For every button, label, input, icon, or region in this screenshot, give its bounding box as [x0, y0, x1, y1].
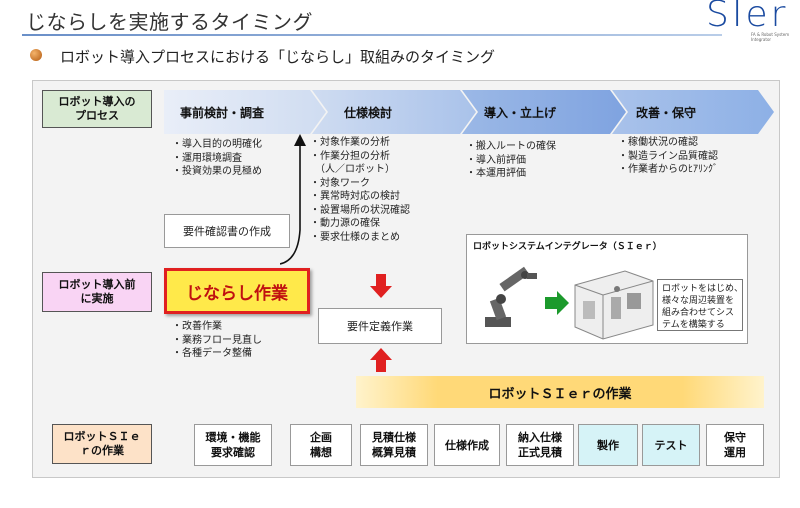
logo-text: SIer	[706, 0, 789, 35]
page-title: じならしを実施するタイミング	[26, 10, 313, 34]
jinarashi-items: ・改善作業 ・業務フロー見直し ・各種データ整備	[172, 321, 262, 359]
before-label: ロボット導入前 に実施	[42, 272, 152, 312]
phase-chevron-2	[312, 90, 476, 134]
pre-phase-items: ・導入目的の明確化 ・運用環境調査 ・投資効果の見極め	[172, 139, 262, 177]
step-test: テスト	[642, 424, 700, 466]
spec-phase-items: ・対象作業の分析 ・作業分担の分析 （人／ロボット） ・対象ワーク ・異常時対応…	[310, 137, 410, 243]
req-confirm-box: 要件確認書の作成	[164, 214, 290, 248]
jinarashi-box: じならし作業	[164, 268, 310, 314]
req-definition-box: 要件定義作業	[318, 308, 442, 344]
sier-panel-note: ロボットをはじめ、 様々な周辺装置を 組み合わせてシス テムを構築する	[657, 279, 743, 331]
intro-phase-items: ・搬入ルートの確保 ・導入前評価 ・本運用評価	[466, 141, 556, 179]
step-manufacture: 製作	[578, 424, 638, 466]
curve-arrow	[280, 134, 306, 265]
sier-illustration-panel: ロボットシステムインテグレータ（ＳＩｅｒ） ロボットをはじめ、 様々な周辺装置を…	[466, 234, 748, 344]
step-spec-create: 仕様作成	[434, 424, 500, 466]
logo-subtext: FA & Robot System Integrator	[751, 32, 790, 42]
robot-to-system-icon	[485, 266, 654, 340]
bullet-icon	[30, 49, 42, 61]
step-estimate: 見積仕様 概算見積	[360, 424, 428, 466]
sier-panel-title: ロボットシステムインテグレータ（ＳＩｅｒ）	[473, 242, 662, 252]
phase-chevrons	[164, 90, 774, 134]
step-delivery-spec: 納入仕様 正式見積	[506, 424, 574, 466]
step-planning: 企画 構想	[290, 424, 352, 466]
phase-chevron-1	[164, 90, 326, 134]
phase-label-pre: 事前検討・調査	[180, 105, 265, 120]
process-label: ロボット導入の プロセス	[42, 90, 152, 128]
step-env-req: 環境・機能 要求確認	[194, 424, 272, 466]
sier-work-label: ロボットＳＩｅ ｒの作業	[52, 424, 152, 464]
phase-label-spec: 仕様検討	[344, 105, 393, 120]
step-maintenance: 保守 運用	[706, 424, 764, 466]
maint-phase-items: ・稼働状況の確認 ・製造ライン品質確認 ・作業者からのﾋｱﾘﾝｸﾞ	[618, 137, 718, 175]
page-subtitle: ロボット導入プロセスにおける「じならし」取組みのタイミング	[60, 48, 496, 66]
sier-logo: SIer FA & Robot System Integrator	[706, 0, 792, 44]
title-divider	[22, 34, 722, 36]
phase-chevron-4	[612, 90, 774, 134]
red-arrow-down-icon	[370, 274, 392, 298]
sier-work-band: ロボットＳＩｅｒの作業	[356, 376, 764, 408]
phase-chevron-3	[462, 90, 626, 134]
phase-label-intro: 導入・立上げ	[484, 105, 557, 120]
red-arrow-up-icon	[370, 348, 392, 372]
phase-label-maint: 改善・保守	[636, 105, 697, 120]
